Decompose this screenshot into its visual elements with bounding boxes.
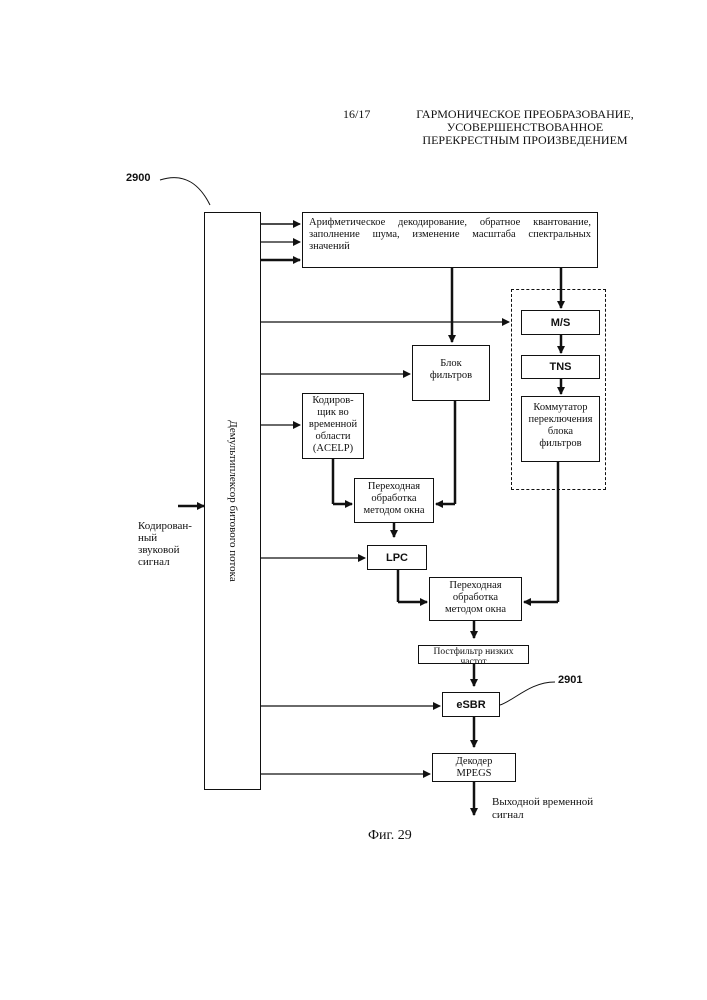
acelp-line: (ACELP) (303, 443, 363, 455)
window1-line: методом окна (355, 505, 433, 517)
mpegs-decoder-block: Декодер MPEGS (432, 753, 516, 782)
switch-line: блока (522, 426, 599, 438)
ref-2901-leader (500, 682, 555, 705)
arithmetic-decoding-label: Арифметическое декодирование, обратное к… (309, 217, 591, 253)
lowpass-postfilter-block: Постфильтр низких частот (418, 645, 529, 664)
ms-block: M/S (521, 310, 600, 335)
switch-line: переключения (522, 414, 599, 426)
output-label-line: сигнал (492, 809, 593, 822)
filterbank-line: Блок (413, 358, 489, 370)
acelp-block: Кодиров- щик во временной области (ACELP… (302, 393, 364, 459)
output-label-line: Выходной временной (492, 796, 593, 809)
filterbank-switch-block: Коммутатор переключения блока фильтров (521, 396, 600, 462)
arithmetic-decoding-block: Арифметическое декодирование, обратное к… (302, 212, 598, 268)
window1-line: обработка (355, 493, 433, 505)
mpegs-line: MPEGS (433, 768, 515, 780)
window-transition-block-1: Переходная обработка методом окна (354, 478, 434, 523)
input-label-line: Кодирован- (138, 520, 192, 532)
lpc-label: LPC (386, 552, 408, 564)
ref-label-2901: 2901 (558, 674, 582, 686)
output-signal-label: Выходной временной сигнал (492, 796, 593, 822)
demux-label: Демультиплексор битового потока (227, 420, 239, 581)
esbr-block: eSBR (442, 692, 500, 717)
window1-line: Переходная (355, 481, 433, 493)
mpegs-line: Декодер (433, 756, 515, 768)
input-label-line: сигнал (138, 556, 192, 568)
ref-label-2900: 2900 (126, 172, 150, 184)
lpc-block: LPC (367, 545, 427, 570)
tns-block: TNS (521, 355, 600, 379)
bitstream-demultiplexer: Демультиплексор битового потока (204, 212, 261, 790)
tns-label: TNS (550, 361, 572, 373)
input-label-line: звуковой (138, 544, 192, 556)
window2-line: методом окна (430, 604, 521, 616)
switch-line: Коммутатор (522, 402, 599, 414)
filterbank-line: фильтров (413, 370, 489, 382)
window2-line: обработка (430, 592, 521, 604)
ref-2900-leader (160, 178, 210, 205)
acelp-line: временной (303, 419, 363, 431)
acelp-line: области (303, 431, 363, 443)
input-label-line: ный (138, 532, 192, 544)
switch-line: фильтров (522, 438, 599, 450)
filterbank-block: Блок фильтров (412, 345, 490, 401)
acelp-line: щик во (303, 407, 363, 419)
window-transition-block-2: Переходная обработка методом окна (429, 577, 522, 621)
window2-line: Переходная (430, 580, 521, 592)
acelp-line: Кодиров- (303, 395, 363, 407)
figure-caption: Фиг. 29 (368, 828, 412, 844)
esbr-label: eSBR (456, 699, 485, 711)
postfilter-line: Постфильтр низких (419, 647, 528, 657)
postfilter-line: частот (419, 657, 528, 667)
input-signal-label: Кодирован- ный звуковой сигнал (138, 520, 192, 568)
ms-label: M/S (551, 317, 571, 329)
